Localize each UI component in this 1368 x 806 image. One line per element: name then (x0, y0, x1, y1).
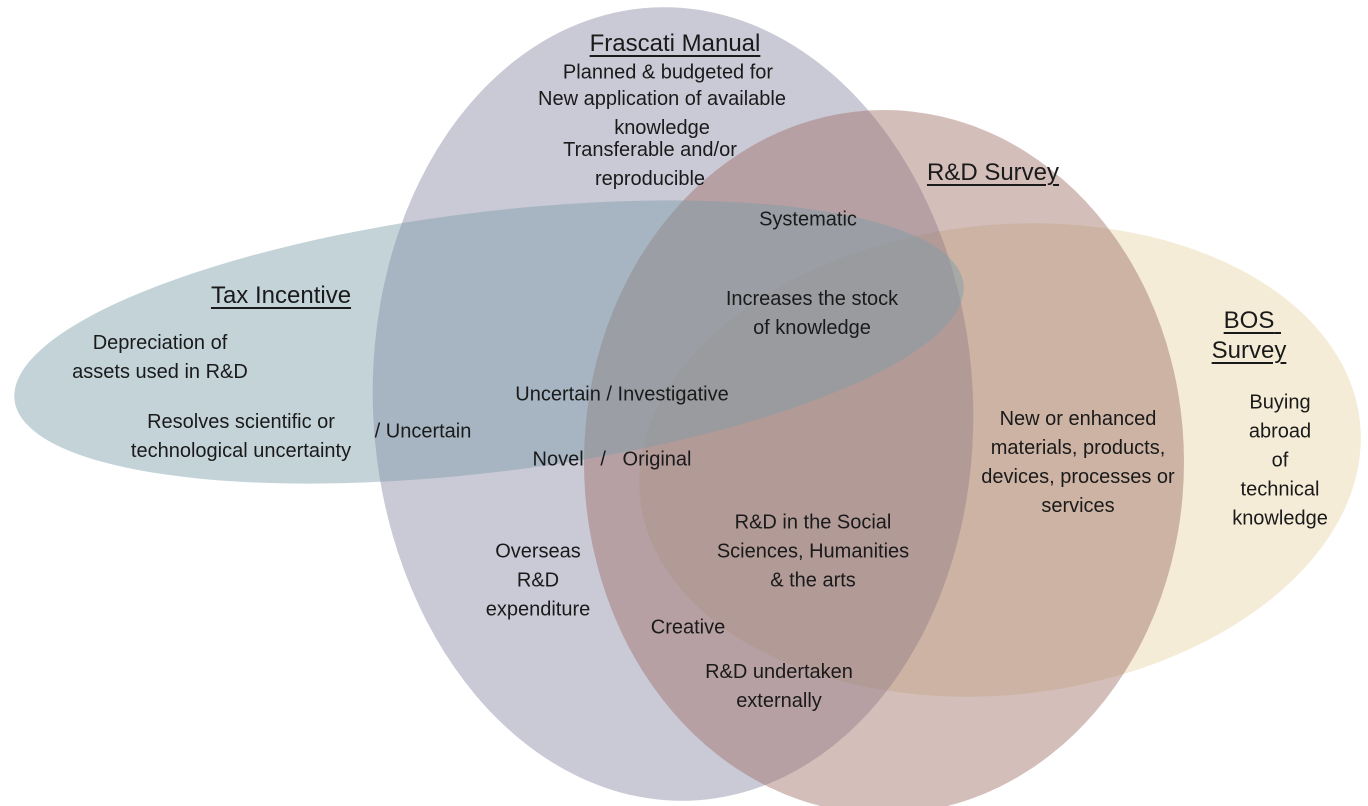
bos-survey-title: BOS Survey (1211, 307, 1287, 364)
tax-incentive-ellipse (14, 200, 964, 484)
label-new-application: New application of available knowledge (538, 88, 786, 139)
rd-survey-ellipse (584, 110, 1184, 806)
label-overseas-expenditure: Overseas R&D expenditure (485, 540, 591, 621)
label-resolves-uncertainty: Resolves scientific or technological unc… (130, 411, 352, 462)
label-rd-social-sciences: R&D in the Social Sciences, Humanities &… (716, 511, 910, 592)
label-buying-abroad: Buying abroad of technical knowledge (1232, 391, 1328, 530)
label-increases-stock: Increases the stock of knowledge (725, 288, 899, 339)
frascati-manual-title: Frascati Manual (589, 30, 761, 57)
label-depreciation-assets: Depreciation of assets used in R&D (72, 332, 248, 383)
rd-survey-title: R&D Survey (926, 159, 1060, 186)
tax-incentive-title: Tax Incentive (210, 282, 352, 309)
label-systematic: Systematic (759, 208, 857, 231)
label-new-enhanced-materials: New or enhanced materials, products, dev… (981, 408, 1175, 517)
label-transferable-reproducible: Transferable and/or reproducible (563, 139, 737, 190)
label-slash-uncertain: / Uncertain (374, 420, 472, 443)
label-rd-undertaken-externally: R&D undertaken externally (705, 661, 853, 712)
label-planned-budgeted: Planned & budgeted for (562, 61, 774, 84)
bos-survey-ellipse (639, 223, 1361, 697)
label-uncertain-investigative: Uncertain / Investigative (515, 383, 729, 406)
frascati-manual-ellipse (372, 7, 974, 801)
label-novel-original: Novel / Original (532, 448, 692, 471)
label-creative: Creative (650, 616, 726, 639)
